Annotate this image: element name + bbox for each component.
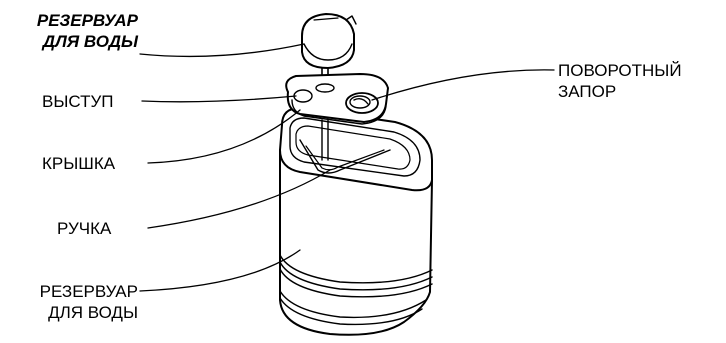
rotary-valve [345, 92, 379, 114]
label-protrusion: ВЫСТУП [42, 92, 114, 111]
label-rotary-valve-line-1: ПОВОРОТНЫЙ [558, 61, 682, 80]
title-line-1: РЕЗЕРВУАР [36, 11, 138, 30]
float-cap [301, 13, 357, 69]
label-handle: РУЧКА [57, 219, 112, 238]
leader-lines [139, 43, 555, 292]
tank-body [279, 149, 433, 336]
label-reservoir-line-1: РЕЗЕРВУАР [39, 282, 138, 301]
diagram-title: РЕЗЕРВУАР ДЛЯ ВОДЫ [8, 10, 138, 52]
label-rotary-valve-line-2: ЗАПОР [558, 82, 617, 101]
title-line-2: ДЛЯ ВОДЫ [42, 32, 138, 51]
label-reservoir-line-2: ДЛЯ ВОДЫ [48, 303, 138, 322]
label-reservoir: РЕЗЕРВУАР ДЛЯ ВОДЫ [10, 281, 138, 323]
label-lid: КРЫШКА [42, 154, 116, 173]
label-rotary-valve: ПОВОРОТНЫЙ ЗАПОР [558, 60, 682, 102]
